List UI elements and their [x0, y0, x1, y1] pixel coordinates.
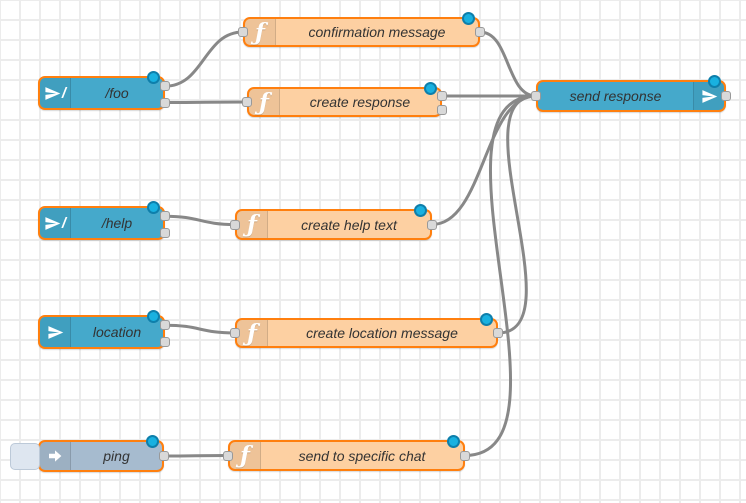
wire-foo-to-confirmation[interactable]: [163, 30, 245, 88]
node-label: send to specific chat: [298, 447, 426, 464]
changed-indicator: [708, 75, 721, 88]
changed-indicator: [462, 12, 475, 25]
slash-glyph: /: [61, 84, 67, 102]
output-port-1[interactable]: [460, 450, 470, 461]
output-port-2[interactable]: [437, 105, 447, 116]
wire-create-location-to-send-response[interactable]: [496, 94, 538, 335]
node-create-response[interactable]: ƒ create response: [242, 82, 447, 117]
output-port-2[interactable]: [160, 336, 170, 347]
function-glyph: ƒ: [255, 18, 265, 46]
output-port-1[interactable]: [160, 211, 170, 222]
output-port-1[interactable]: [437, 91, 447, 101]
slash-glyph: /: [61, 214, 67, 232]
input-port[interactable]: [242, 97, 252, 107]
function-glyph: ƒ: [240, 442, 250, 469]
changed-indicator: [424, 82, 437, 95]
function-icon: ƒ: [237, 320, 268, 346]
inject-button[interactable]: [10, 443, 40, 470]
node-confirmation[interactable]: ƒ confirmation message: [238, 12, 485, 47]
function-glyph: ƒ: [259, 88, 269, 116]
output-port-1[interactable]: [427, 219, 437, 230]
node-label: location: [92, 324, 142, 340]
node-create-help[interactable]: ƒ create help text: [230, 204, 437, 240]
node-send-response[interactable]: send response: [531, 75, 731, 112]
node-create-location[interactable]: ƒ create location message: [230, 313, 503, 348]
wire-create-help-to-send-response[interactable]: [430, 94, 538, 226]
node-label: create help text: [301, 216, 397, 233]
changed-indicator: [147, 201, 160, 214]
function-glyph: ƒ: [247, 319, 257, 347]
function-icon: ƒ: [245, 19, 276, 45]
input-port[interactable]: [230, 328, 240, 338]
node-label: /help: [101, 215, 133, 231]
output-port-2[interactable]: [160, 227, 170, 238]
output-port-1[interactable]: [159, 451, 169, 461]
input-port[interactable]: [230, 219, 240, 230]
function-icon: ƒ: [237, 211, 268, 238]
paper-plane-slash-icon: /: [40, 78, 71, 108]
node-label: create location message: [306, 325, 458, 341]
node-send-to-chat[interactable]: ƒ send to specific chat: [223, 435, 470, 471]
output-port-1[interactable]: [475, 27, 485, 37]
function-glyph: ƒ: [247, 211, 257, 238]
input-port[interactable]: [223, 450, 233, 461]
wire-ping-to-send-to-chat[interactable]: [162, 454, 230, 458]
changed-indicator: [147, 310, 160, 323]
node-label: confirmation message: [308, 24, 446, 40]
paper-plane-icon: [40, 317, 71, 347]
wire-send-to-chat-to-send-response[interactable]: [463, 94, 538, 457]
paper-plane-icon: [693, 82, 724, 110]
node-foo[interactable]: / /foo: [38, 71, 170, 110]
input-port[interactable]: [531, 91, 541, 101]
output-port-1[interactable]: [493, 328, 503, 338]
changed-indicator: [447, 435, 460, 448]
node-label: send response: [569, 88, 662, 104]
function-icon: ƒ: [249, 89, 280, 115]
wire-foo-to-create-response[interactable]: [163, 100, 249, 105]
node-label: /foo: [105, 85, 129, 101]
node-label: create response: [309, 94, 411, 110]
arrow-right-icon: [40, 442, 71, 470]
output-port-2[interactable]: [160, 97, 170, 108]
output-port-1[interactable]: [160, 81, 170, 92]
node-ping[interactable]: ping: [10, 435, 169, 472]
wire-confirmation-to-send-response[interactable]: [478, 30, 538, 98]
changed-indicator: [480, 313, 493, 326]
function-icon: ƒ: [230, 442, 261, 469]
changed-indicator: [414, 204, 427, 217]
node-help[interactable]: / /help: [38, 201, 170, 240]
node-label: ping: [103, 448, 130, 464]
changed-indicator: [147, 71, 160, 84]
paper-plane-slash-icon: /: [40, 208, 71, 238]
output-port-1[interactable]: [721, 91, 731, 101]
input-port[interactable]: [238, 27, 248, 37]
wire-location-to-create-location[interactable]: [163, 323, 237, 335]
output-port-1[interactable]: [160, 320, 170, 331]
changed-indicator: [146, 435, 159, 448]
wire-help-to-create-help[interactable]: [163, 214, 237, 226]
node-location[interactable]: location: [38, 310, 170, 349]
